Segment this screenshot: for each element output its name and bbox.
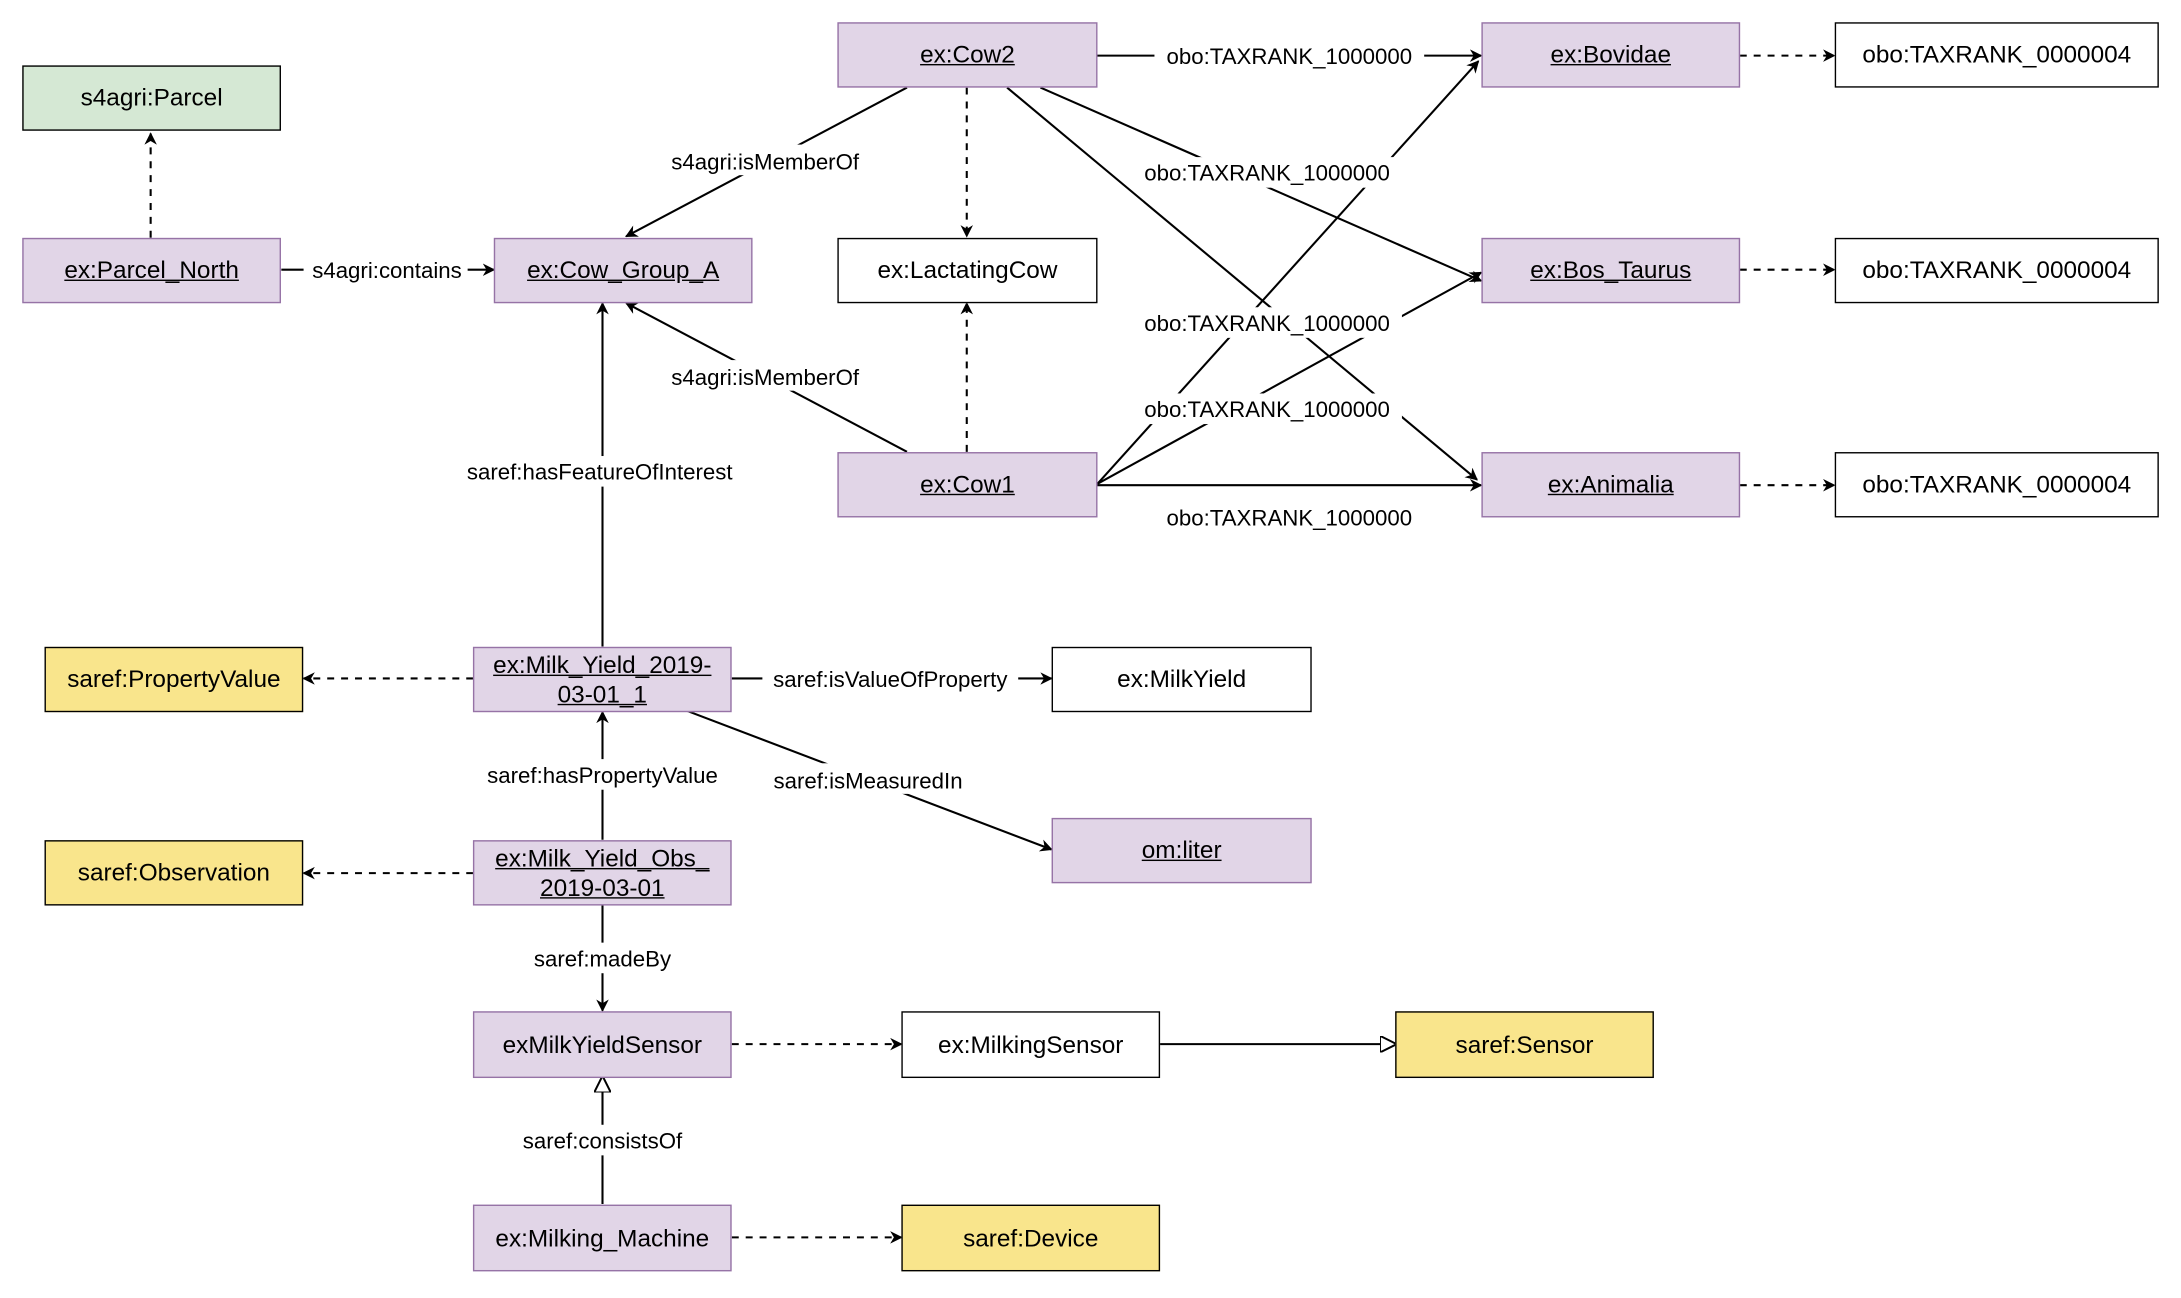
label-has-property-value: saref:hasPropertyValue <box>487 763 718 788</box>
node-taxrank-1[interactable]: obo:TAXRANK_0000004 <box>1834 22 2159 88</box>
label-consists-of: saref:consistsOf <box>523 1128 683 1153</box>
node-milking-sensor-class[interactable]: ex:MilkingSensor <box>901 1011 1161 1079</box>
edge-labels: s4agri:contains s4agri:isMemberOf s4agri… <box>303 40 1425 1156</box>
node-property-value-class[interactable]: saref:PropertyValue <box>44 646 304 713</box>
node-cow1[interactable]: ex:Cow1 <box>837 452 1098 518</box>
edge-cow1-bos-taurus <box>1096 271 1483 485</box>
node-device-class[interactable]: saref:Device <box>901 1204 1161 1272</box>
label-cow2-member-of: s4agri:isMemberOf <box>671 150 860 175</box>
label-cow2-bovidae: obo:TAXRANK_1000000 <box>1167 44 1413 69</box>
node-bovidae[interactable]: ex:Bovidae <box>1481 22 1741 88</box>
node-milk-yield-obs[interactable]: ex:Milk_Yield_Obs_ 2019-03-01 <box>472 840 732 906</box>
node-sensor-class[interactable]: saref:Sensor <box>1395 1011 1654 1079</box>
label-contains: s4agri:contains <box>312 258 462 283</box>
node-cow-group-a[interactable]: ex:Cow_Group_A <box>493 237 753 304</box>
node-parcel-class[interactable]: s4agri:Parcel <box>22 65 281 131</box>
node-milk-yield-class[interactable]: ex:MilkYield <box>1051 646 1312 713</box>
node-observation-class[interactable]: saref:Observation <box>44 840 304 906</box>
node-liter[interactable]: om:liter <box>1051 817 1312 884</box>
node-cow2[interactable]: ex:Cow2 <box>837 22 1098 88</box>
label-cow2-bos-taurus: obo:TAXRANK_1000000 <box>1144 161 1390 186</box>
label-cow1-animalia: obo:TAXRANK_1000000 <box>1167 506 1413 531</box>
node-animalia[interactable]: ex:Animalia <box>1481 452 1741 518</box>
node-parcel-north[interactable]: ex:Parcel_North <box>22 237 281 304</box>
node-milk-yield-value[interactable]: ex:Milk_Yield_2019-03-01_1 <box>472 646 732 713</box>
node-taxrank-3[interactable]: obo:TAXRANK_0000004 <box>1834 452 2159 518</box>
node-milk-yield-sensor[interactable]: exMilkYieldSensor <box>472 1011 732 1079</box>
label-cow1-bos-taurus: obo:TAXRANK_1000000 <box>1144 397 1390 422</box>
label-cow2-animalia: obo:TAXRANK_1000000 <box>1144 311 1390 336</box>
node-lactating-cow[interactable]: ex:LactatingCow <box>837 237 1098 304</box>
node-bos-taurus[interactable]: ex:Bos_Taurus <box>1481 237 1741 304</box>
node-milking-machine[interactable]: ex:Milking_Machine <box>472 1204 732 1272</box>
label-made-by: saref:madeBy <box>534 946 672 971</box>
label-is-measured-in: saref:isMeasuredIn <box>774 768 963 793</box>
label-is-value-of-property: saref:isValueOfProperty <box>773 667 1008 692</box>
label-has-feature-of-interest: saref:hasFeatureOfInterest <box>467 460 734 485</box>
node-taxrank-2[interactable]: obo:TAXRANK_0000004 <box>1834 237 2159 304</box>
label-cow1-member-of: s4agri:isMemberOf <box>671 365 860 390</box>
